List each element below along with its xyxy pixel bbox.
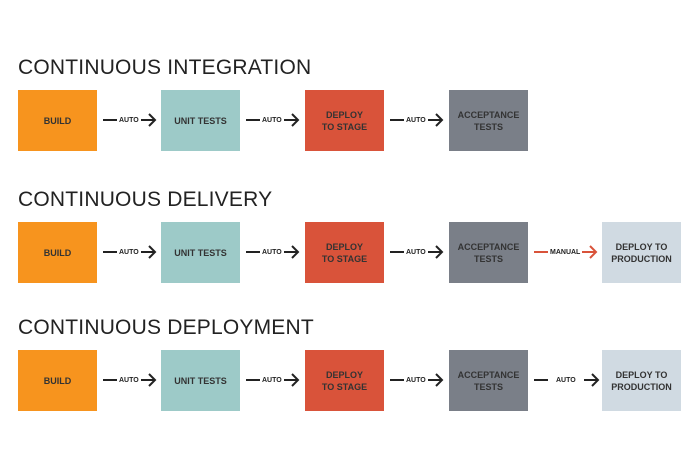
- arrow-line: [103, 379, 117, 381]
- step-unit-tests: UNIT TESTS: [161, 350, 240, 411]
- section-title: CONTINUOUS DEPLOYMENT: [18, 316, 314, 339]
- step-build: BUILD: [18, 350, 97, 411]
- step-label: UNIT TESTS: [174, 247, 227, 258]
- arrow-line: [390, 119, 404, 121]
- transition-label: AUTO: [262, 116, 282, 124]
- transition-label: AUTO: [406, 248, 426, 256]
- step-unit-tests: UNIT TESTS: [161, 222, 240, 283]
- arrow-line: [390, 379, 404, 381]
- step-label: UNIT TESTS: [174, 115, 227, 126]
- arrow-line: [534, 379, 548, 381]
- step-label: BUILD: [43, 247, 72, 258]
- step-label: BUILD: [43, 115, 72, 126]
- step-label: DEPLOY TO STAGE: [321, 241, 368, 264]
- transition-arrow: AUTO: [103, 113, 157, 127]
- transition-label: AUTO: [119, 248, 139, 256]
- step-deploy-to-production: DEPLOY TO PRODUCTION: [602, 350, 681, 411]
- transition-arrow: AUTO: [390, 373, 444, 387]
- transition-label: AUTO: [406, 376, 426, 384]
- step-deploy-to-production: DEPLOY TO PRODUCTION: [602, 222, 681, 283]
- transition-arrow: AUTO: [246, 373, 300, 387]
- transition-arrow: MANUAL: [534, 245, 598, 259]
- step-label: ACCEPTANCE TESTS: [457, 369, 520, 392]
- arrow-head-icon: [283, 245, 300, 259]
- transition-label: AUTO: [262, 248, 282, 256]
- transition-arrow: AUTO: [103, 245, 157, 259]
- step-label: ACCEPTANCE TESTS: [457, 241, 520, 264]
- transition-arrow: AUTO: [103, 373, 157, 387]
- transition-label: AUTO: [262, 376, 282, 384]
- arrow-head-icon: [427, 245, 444, 259]
- arrow-head-icon: [427, 113, 444, 127]
- step-label: DEPLOY TO PRODUCTION: [611, 241, 672, 264]
- section-title: CONTINUOUS INTEGRATION: [18, 56, 312, 79]
- transition-label: AUTO: [119, 116, 139, 124]
- arrow-head-icon: [583, 373, 600, 387]
- arrow-head-icon: [140, 245, 157, 259]
- step-unit-tests: UNIT TESTS: [161, 90, 240, 151]
- transition-label: MANUAL: [550, 248, 581, 256]
- arrow-line: [246, 119, 260, 121]
- arrow-line: [103, 119, 117, 121]
- step-label: DEPLOY TO STAGE: [321, 109, 368, 132]
- transition-arrow: AUTO: [390, 245, 444, 259]
- step-deploy-to-stage: DEPLOY TO STAGE: [305, 350, 384, 411]
- arrow-head-icon: [140, 113, 157, 127]
- step-acceptance-tests: ACCEPTANCE TESTS: [449, 222, 528, 283]
- arrow-line: [246, 251, 260, 253]
- transition-label: AUTO: [556, 376, 576, 384]
- arrow-head-icon: [140, 373, 157, 387]
- step-label: DEPLOY TO PRODUCTION: [611, 369, 672, 392]
- step-build: BUILD: [18, 90, 97, 151]
- step-acceptance-tests: ACCEPTANCE TESTS: [449, 90, 528, 151]
- arrow-line: [103, 251, 117, 253]
- step-deploy-to-stage: DEPLOY TO STAGE: [305, 222, 384, 283]
- arrow-line: [390, 251, 404, 253]
- step-build: BUILD: [18, 222, 97, 283]
- transition-arrow: AUTO: [246, 245, 300, 259]
- section-title: CONTINUOUS DELIVERY: [18, 188, 273, 211]
- transition-arrow: AUTO: [534, 373, 600, 387]
- arrow-head-icon: [283, 113, 300, 127]
- step-deploy-to-stage: DEPLOY TO STAGE: [305, 90, 384, 151]
- step-label: DEPLOY TO STAGE: [321, 369, 368, 392]
- step-label: UNIT TESTS: [174, 375, 227, 386]
- transition-label: AUTO: [119, 376, 139, 384]
- transition-arrow: AUTO: [390, 113, 444, 127]
- arrow-head-icon: [283, 373, 300, 387]
- arrow-head-icon: [582, 245, 598, 259]
- transition-label: AUTO: [406, 116, 426, 124]
- step-label: BUILD: [43, 375, 72, 386]
- arrow-line: [246, 379, 260, 381]
- arrow-head-icon: [427, 373, 444, 387]
- arrow-line: [534, 251, 548, 253]
- step-acceptance-tests: ACCEPTANCE TESTS: [449, 350, 528, 411]
- step-label: ACCEPTANCE TESTS: [457, 109, 520, 132]
- transition-arrow: AUTO: [246, 113, 300, 127]
